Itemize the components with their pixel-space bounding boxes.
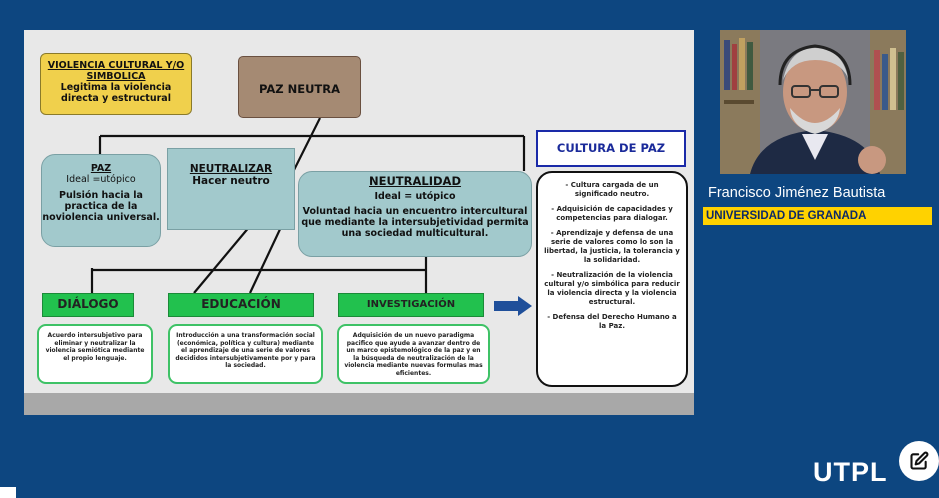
pencil-square-icon	[910, 451, 929, 470]
paz-box: PAZ Ideal =utópico Pulsión hacia la prac…	[41, 154, 161, 247]
presentation-slide: VIOLENCIA CULTURAL Y/O SIMBOLICA Legitim…	[24, 30, 694, 415]
cultura-paz-item: - Aprendizaje y defensa de una serie de …	[544, 229, 680, 264]
cultura-paz-item: - Adquisición de capacidades y competenc…	[551, 205, 673, 222]
speaker-name: Francisco Jiménez Bautista	[708, 185, 886, 201]
edit-button[interactable]	[899, 441, 939, 481]
educacion-description: Introducción a una transformación social…	[168, 324, 323, 384]
neutralizar-title: NEUTRALIZAR	[189, 163, 273, 175]
neutralizar-text: Hacer neutro	[192, 175, 270, 187]
speaker-video-feed	[720, 30, 906, 174]
neutralidad-title: NEUTRALIDAD	[368, 174, 462, 188]
investigacion-label: INVESTIGACIÓN	[338, 293, 484, 317]
corner-mark	[0, 487, 16, 498]
violencia-cultural-box: VIOLENCIA CULTURAL Y/O SIMBOLICA Legitim…	[40, 53, 192, 115]
neutralizar-box: NEUTRALIZAR Hacer neutro	[167, 148, 295, 230]
dialogo-label: DIÁLOGO	[42, 293, 134, 317]
utpl-logo: UTPL	[813, 457, 888, 487]
cultura-paz-item: - Defensa del Derecho Humano a la Paz.	[547, 313, 677, 330]
right-arrow-icon	[494, 296, 532, 316]
dialogo-description: Acuerdo intersubjetivo para eliminar y n…	[37, 324, 153, 384]
speaker-organization: UNIVERSIDAD DE GRANADA	[703, 207, 932, 225]
paz-neutra-box: PAZ NEUTRA	[238, 56, 361, 118]
cultura-paz-item: - Cultura cargada de un significado neut…	[565, 181, 659, 198]
paz-line1: Ideal =utópico	[66, 174, 136, 185]
slide-bottom-bar	[24, 393, 694, 415]
cultura-de-paz-title: CULTURA DE PAZ	[536, 130, 686, 167]
speaker-video	[720, 30, 906, 174]
violencia-cultural-title: VIOLENCIA CULTURAL Y/O SIMBOLICA	[47, 60, 185, 82]
cultura-de-paz-list: - Cultura cargada de un significado neut…	[536, 171, 688, 387]
violencia-cultural-text: Legitima la violencia directa y estructu…	[60, 82, 172, 104]
educacion-label: EDUCACIÓN	[168, 293, 314, 317]
investigacion-description: Adquisición de un nuevo paradigma pacifi…	[337, 324, 490, 384]
neutralidad-line1: Ideal = utópico	[374, 191, 456, 202]
neutralidad-line2: Voluntad hacia un encuentro intercultura…	[301, 206, 529, 239]
paz-title: PAZ	[90, 163, 112, 174]
paz-line2: Pulsión hacia la practica de la noviolen…	[42, 190, 160, 223]
neutralidad-box: NEUTRALIDAD Ideal = utópico Voluntad hac…	[298, 171, 532, 257]
cultura-paz-item: - Neutralización de la violencia cultura…	[544, 271, 680, 306]
